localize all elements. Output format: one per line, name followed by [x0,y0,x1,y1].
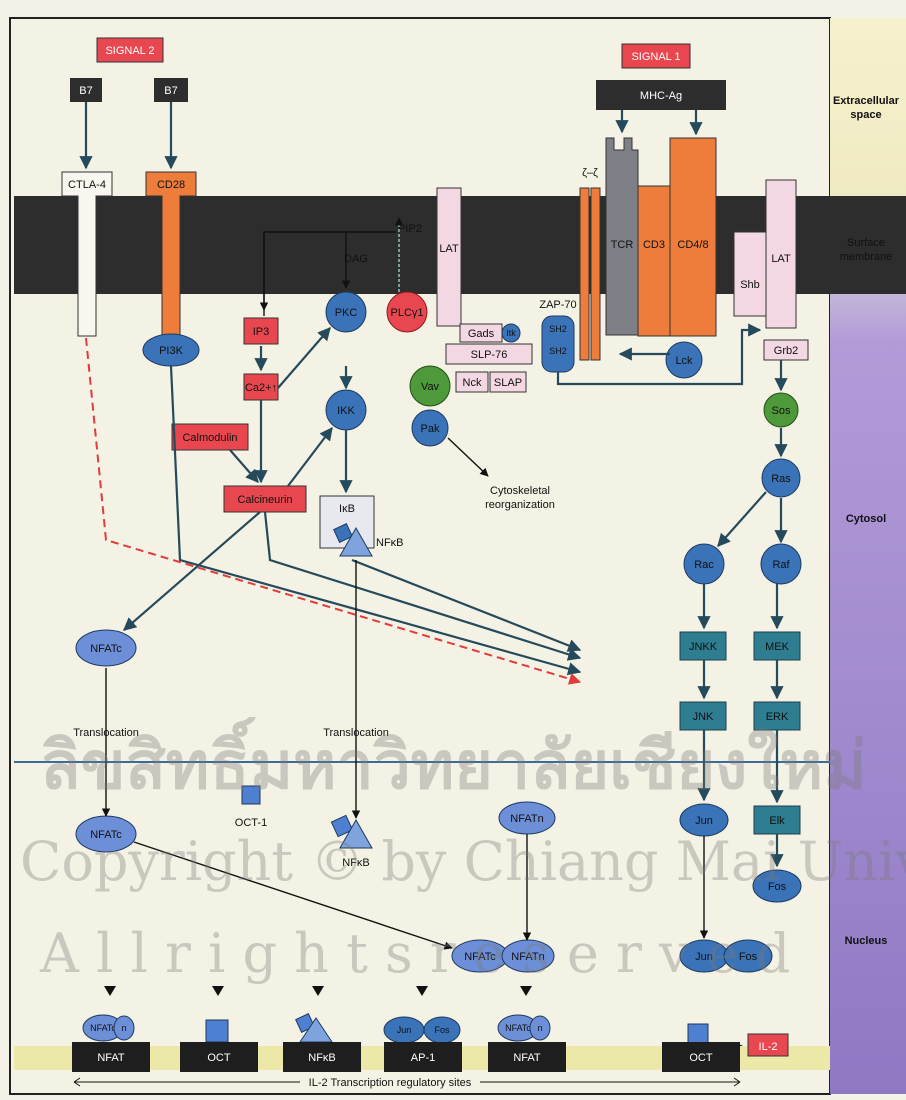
shb-receptor [734,232,766,316]
dna-site-nfkb-label: NFκB [308,1052,336,1064]
dna-bound-nfatc-2-label: NFATc [505,1023,531,1033]
dna-bound-nfatc-1-label: NFATc [90,1023,116,1033]
pi3k-label: PI3K [159,345,184,357]
dna-bound-n-1-label: n [121,1023,126,1033]
zeta-label: ζ–ζ [582,167,598,179]
nfatn-top-label: NFATn [510,813,543,825]
lat-left-label: LAT [439,243,459,255]
dna-bound-jun-label: Jun [397,1025,412,1035]
dna-bound-fos-label: Fos [434,1025,450,1035]
zeta-chain-2 [591,188,600,360]
rac-label: Rac [694,559,714,571]
cd3-label: CD3 [643,239,665,251]
gads-label: Gads [468,328,495,340]
mek-label: MEK [765,641,790,653]
nck-label: Nck [463,377,482,389]
sh2-b-label: SH2 [549,346,567,356]
pkc-label: PKC [335,307,358,319]
lat-right-label: LAT [771,253,791,265]
calcineurin-label: Calcineurin [237,494,292,506]
zone-label-cytosol: Cytosol [846,513,886,525]
zone-label-membrane-2: membrane [840,251,893,263]
grb2-label: Grb2 [774,345,798,357]
mhc-ag-label: MHC-Ag [640,90,682,102]
nfatc-cyt-label: NFATc [90,643,122,655]
cd4-8-receptor [670,138,716,336]
b7-right-label: B7 [164,85,177,97]
cd3-receptor [638,186,670,336]
vav-label: Vav [421,381,440,393]
lat-left-receptor [437,188,461,326]
cd4-8-label: CD4/8 [677,239,708,251]
elk-label: Elk [769,815,785,827]
sh2-a-label: SH2 [549,324,567,334]
zone-label-extracellular-2: space [850,109,881,121]
cytoskeletal-label-2: reorganization [485,499,555,511]
shb-label: Shb [740,279,760,291]
dna-site-oct-1-label: OCT [207,1052,231,1064]
dna-bound-n-2-label: n [537,1023,542,1033]
il2-gene-label: IL-2 [759,1041,778,1053]
dna-site-nfat-2-label: NFAT [513,1052,541,1064]
itk-label: Itk [506,328,516,338]
plcg1-label: PLCγ1 [390,307,423,319]
signal-2-label: SIGNAL 2 [105,45,154,57]
slp76-label: SLP-76 [471,349,508,361]
dna-site-oct-2-label: OCT [689,1052,713,1064]
b7-left-label: B7 [79,85,92,97]
raf-label: Raf [772,559,790,571]
slap-label: SLAP [494,377,522,389]
regulatory-sites-label: IL-2 Transcription regulatory sites [309,1077,472,1089]
zone-label-extracellular-1: Extracellular [833,95,900,107]
ras-label: Ras [771,473,791,485]
oct1-label: OCT-1 [235,817,267,829]
zone-label-nucleus: Nucleus [845,935,888,947]
dna-site-nfat-1-label: NFAT [97,1052,125,1064]
sos-label: Sos [772,405,791,417]
jnk-label: JNK [693,711,714,723]
tcr-label: TCR [611,239,634,251]
zap70-label: ZAP-70 [539,299,576,311]
jnkk-label: JNKK [689,641,718,653]
jun-nuclear-label: Jun [695,815,713,827]
watermark-thai: ลิขสิทธิ์มหาวิทยาลัยเชียงใหม่ [40,717,867,804]
signal-1-label: SIGNAL 1 [631,51,680,63]
cytoskeletal-label-1: Cytoskeletal [490,485,550,497]
zone-sidebar [830,18,906,1094]
ikb-label: IκB [339,503,355,515]
zone-label-membrane-1: Surface [847,237,885,249]
watermark-rights: A l l r i g h t s r e s e r v e d [39,922,790,985]
pak-label: Pak [421,423,440,435]
ca-label: Ca2+↑ [245,382,277,394]
cd28-label: CD28 [157,179,185,191]
pip2-label: PIP2 [398,223,422,235]
watermark-copyright: Copyright © by Chiang Mai University [20,830,906,893]
dna-bound-oct-2 [688,1024,708,1044]
dna-site-ap1-label: AP-1 [411,1052,435,1064]
erk-label: ERK [766,711,789,723]
ip3-label: IP3 [253,326,270,338]
dna-bound-oct [206,1020,228,1042]
ikk-label: IKK [337,405,355,417]
nfkb-cyt-label: NFκB [376,537,404,549]
calmodulin-label: Calmodulin [182,432,237,444]
lck-label: Lck [675,355,693,367]
zeta-chain-1 [580,188,589,360]
ctla4-label: CTLA-4 [68,179,106,191]
tcr-receptor [606,138,638,335]
dag-label: DAG [344,253,368,265]
